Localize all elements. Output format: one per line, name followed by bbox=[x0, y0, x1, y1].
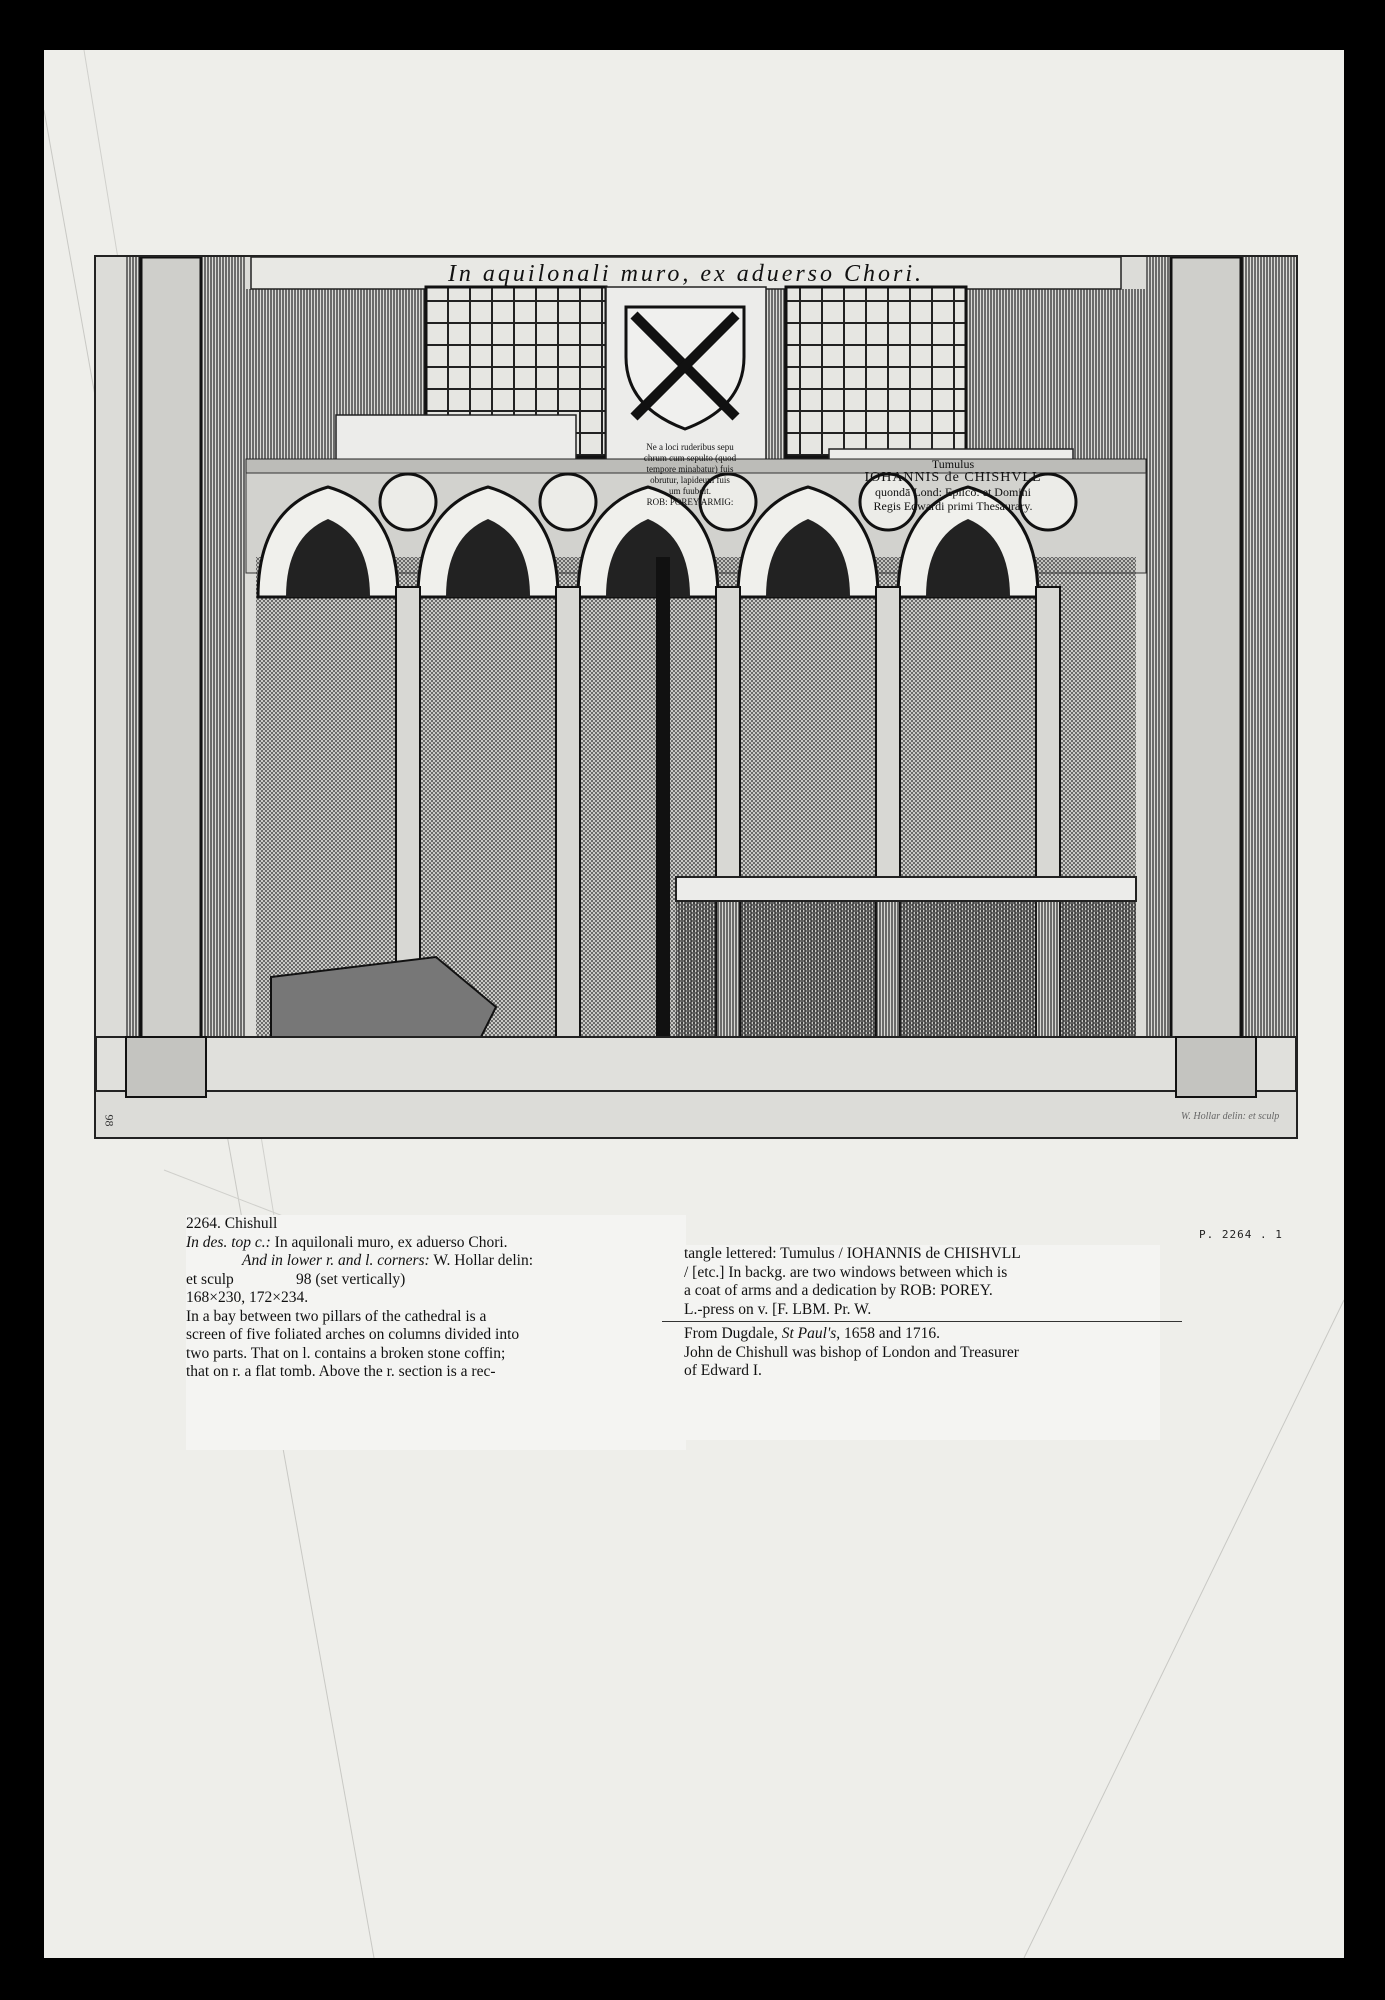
dedication-inscription: Ne a loci ruderibus sepu chrum cum sepul… bbox=[616, 442, 764, 508]
photostat-sheet: In aquilonali muro, ex aduerso Chori. Ne… bbox=[44, 50, 1344, 1958]
entry-text: In aquilonali muro, ex aduerso Chori. bbox=[270, 1233, 508, 1251]
dedication-line: ROB: POREY ARMIG: bbox=[646, 497, 734, 507]
entry-label: And in lower r. and l. corners: bbox=[242, 1252, 430, 1269]
engraving-illustration bbox=[96, 257, 1296, 1098]
entry-line: that on r. a flat tomb. Above the r. sec… bbox=[186, 1363, 496, 1380]
tomb-line: IOHANNIS de CHISHVLL bbox=[864, 470, 1042, 485]
plate-title: In aquilonali muro, ex aduerso Chori. bbox=[447, 261, 925, 287]
tomb-line: Tumulus bbox=[931, 457, 975, 471]
dedication-line: um fuubdit. bbox=[669, 486, 711, 496]
tomb-line: Regis Edwardi primi Thesaurary. bbox=[873, 499, 1033, 513]
engraving-plate: In aquilonali muro, ex aduerso Chori. Ne… bbox=[94, 255, 1298, 1139]
source-line: From Dugdale, St Paul's, 1658 and 1716. bbox=[684, 1325, 1160, 1344]
source-title: St Paul's bbox=[781, 1325, 837, 1342]
entry-heading: 2264. Chishull bbox=[186, 1215, 278, 1232]
entry-line: 168×230, 172×234. bbox=[186, 1289, 309, 1306]
entry-line: et sculp 98 (set vertically) bbox=[186, 1271, 686, 1290]
reference-mark: P. 2264 . 1 bbox=[1199, 1228, 1283, 1241]
entry-line: And in lower r. and l. corners: W. Holla… bbox=[186, 1252, 686, 1271]
entry-line: In a bay between two pillars of the cath… bbox=[186, 1307, 487, 1325]
divider-rule bbox=[662, 1321, 1182, 1322]
entry-line: screen of five foliated arches on column… bbox=[186, 1326, 520, 1343]
bio-line: of Edward I. bbox=[684, 1362, 762, 1379]
source-text: From Dugdale, bbox=[684, 1325, 782, 1342]
entry-line: L.-press on v. [F. LBM. Pr. W. bbox=[684, 1300, 872, 1318]
catalogue-entry-right: tangle lettered: Tumulus / IOHANNIS de C… bbox=[662, 1245, 1182, 1440]
bio-line: John de Chishull was bishop of London an… bbox=[684, 1343, 1019, 1361]
dedication-line: obrutur, lapideum fuis bbox=[650, 475, 730, 485]
entry-label: In des. top c.: bbox=[186, 1233, 271, 1251]
entry-line: a coat of arms and a dedication by ROB: … bbox=[684, 1282, 993, 1299]
entry-line: two parts. That on l. contains a broken … bbox=[186, 1344, 506, 1362]
source-text: , 1658 and 1716. bbox=[836, 1325, 941, 1342]
entry-line: In des. top c.: In aquilonali muro, ex a… bbox=[186, 1234, 686, 1253]
plate-number: 98 bbox=[102, 1114, 117, 1127]
entry-text: W. Hollar delin: bbox=[429, 1252, 534, 1269]
dedication-line: Ne a loci ruderibus sepu bbox=[646, 442, 734, 452]
dedication-line: chrum cum sepulto (quod bbox=[643, 453, 737, 463]
tomb-inscription: Tumulus IOHANNIS de CHISHVLL quondā Lond… bbox=[836, 457, 1070, 513]
entry-line: / [etc.] In backg. are two windows betwe… bbox=[684, 1263, 1008, 1281]
tomb-line: quondā Lond: Epiſco: et Domini bbox=[875, 485, 1031, 499]
artist-signature: W. Hollar delin: et sculp bbox=[1181, 1111, 1280, 1122]
dedication-line: tempore minabatur) fuis bbox=[646, 464, 734, 474]
catalogue-entry-left: 2264. Chishull In des. top c.: In aquilo… bbox=[186, 1215, 686, 1450]
entry-text: et sculp bbox=[186, 1270, 234, 1288]
plate-number-note: 98 (set vertically) bbox=[296, 1270, 406, 1288]
entry-line: tangle lettered: Tumulus / IOHANNIS de C… bbox=[684, 1245, 1021, 1262]
